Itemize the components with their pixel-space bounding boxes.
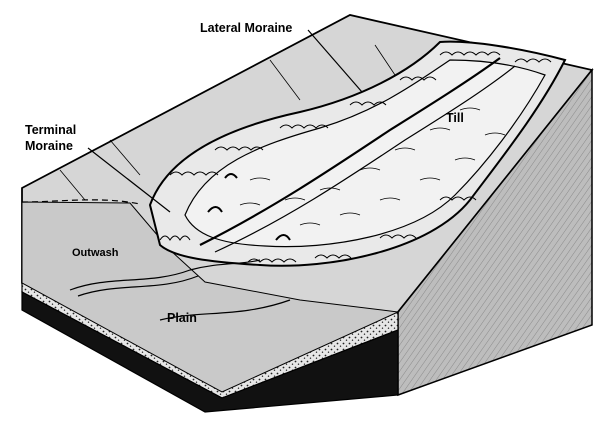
lateral-moraine-label: Lateral Moraine xyxy=(200,21,292,35)
moraine-texture xyxy=(159,51,552,263)
bedrock-layer xyxy=(21,291,399,413)
terminal-moraine-label-line2: Moraine xyxy=(25,139,73,153)
terminal-moraine-label-line1: Terminal xyxy=(25,123,76,137)
till-label: Till xyxy=(446,111,464,125)
medial-moraine-2 xyxy=(214,65,516,253)
outwash-channels xyxy=(69,259,291,321)
outwash-plain-region xyxy=(21,201,400,393)
plain-label: Plain xyxy=(167,311,197,325)
till-region xyxy=(184,59,546,248)
lateral-moraine-leader xyxy=(307,29,363,93)
terminal-moraine-leader xyxy=(87,147,171,213)
medial-moraine-1 xyxy=(199,57,501,246)
till-flow-lines xyxy=(239,107,506,226)
kettle-markers xyxy=(207,173,291,241)
outwash-boundary xyxy=(21,199,141,205)
outwash-label: Outwash xyxy=(72,247,119,259)
surface-hachures xyxy=(59,44,396,201)
